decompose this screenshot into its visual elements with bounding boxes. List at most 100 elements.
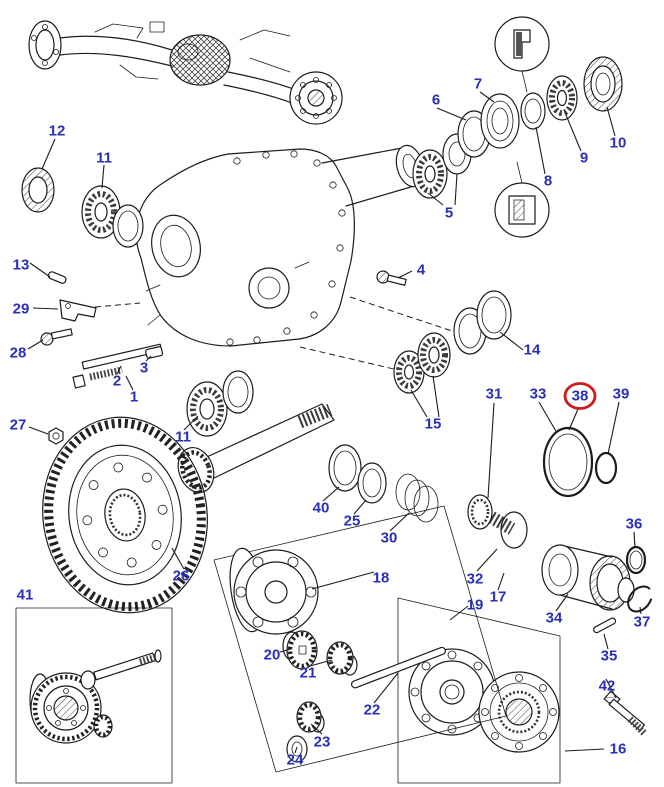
callout-16: 16 bbox=[610, 741, 627, 758]
callout-41: 41 bbox=[17, 587, 34, 604]
callout-30: 30 bbox=[381, 530, 398, 547]
callout-label-34: 34 bbox=[546, 610, 563, 627]
callout-14: 14 bbox=[524, 342, 541, 359]
front-axle-assembly-overview bbox=[28, 20, 343, 125]
leader-lines bbox=[27, 91, 642, 754]
ring-36 bbox=[625, 545, 647, 575]
callout-label-17: 17 bbox=[490, 589, 507, 606]
washer-25 bbox=[357, 462, 387, 504]
callout-31: 31 bbox=[486, 386, 503, 403]
cross-shaft-22 bbox=[350, 646, 447, 689]
roll-pin-13 bbox=[47, 271, 67, 284]
spring-30 bbox=[395, 473, 421, 511]
callout-label-16: 16 bbox=[610, 741, 627, 758]
callout-40: 40 bbox=[313, 500, 330, 517]
callout-17: 17 bbox=[490, 589, 507, 606]
callout-label-32: 32 bbox=[467, 571, 484, 588]
differential-housing bbox=[135, 144, 425, 347]
callout-label-25: 25 bbox=[344, 513, 361, 530]
callout-7: 7 bbox=[474, 76, 482, 93]
callout-label-12: 12 bbox=[49, 123, 66, 140]
callout-20: 20 bbox=[264, 647, 281, 664]
callout-28: 28 bbox=[10, 345, 27, 362]
callout-label-24: 24 bbox=[287, 752, 304, 769]
callout-label-20: 20 bbox=[264, 647, 281, 664]
callout-label-15: 15 bbox=[425, 416, 442, 433]
callout-label-11: 11 bbox=[96, 150, 112, 167]
callout-5: 5 bbox=[445, 205, 453, 222]
callout-35: 35 bbox=[601, 648, 618, 665]
spacer-3 bbox=[145, 346, 164, 359]
callout-15: 15 bbox=[425, 416, 442, 433]
callout-label-18: 18 bbox=[373, 570, 390, 587]
callout-2: 2 bbox=[113, 373, 121, 390]
callout-22: 22 bbox=[364, 702, 381, 719]
detail-magnifier-key bbox=[494, 16, 550, 93]
callout-23: 23 bbox=[314, 734, 331, 751]
callout-24: 24 bbox=[287, 752, 304, 769]
callout-27: 27 bbox=[10, 417, 27, 434]
callout-29: 29 bbox=[13, 301, 30, 318]
callout-34: 34 bbox=[546, 610, 563, 627]
callout-label-6: 6 bbox=[432, 92, 440, 109]
callout-11: 11 bbox=[175, 429, 191, 446]
callout-label-33: 33 bbox=[530, 386, 547, 403]
callout-label-42: 42 bbox=[599, 678, 616, 695]
callout-label-1: 1 bbox=[130, 389, 138, 406]
callout-13: 13 bbox=[13, 257, 30, 274]
callout-12: 12 bbox=[49, 123, 66, 140]
callout-label-36: 36 bbox=[626, 516, 643, 533]
callout-33: 33 bbox=[530, 386, 547, 403]
callout-label-38: 38 bbox=[572, 388, 589, 405]
callout-label-10: 10 bbox=[610, 135, 627, 152]
callout-39: 39 bbox=[613, 386, 630, 403]
callout-label-26: 26 bbox=[173, 568, 190, 585]
callout-37: 37 bbox=[634, 614, 651, 631]
callout-label-3: 3 bbox=[140, 360, 148, 377]
bearing-retainer-housing bbox=[541, 544, 653, 634]
left-fasteners bbox=[40, 271, 97, 445]
callout-32: 32 bbox=[467, 571, 484, 588]
callout-label-19: 19 bbox=[467, 597, 484, 614]
callout-label-2: 2 bbox=[113, 373, 121, 390]
callout-label-35: 35 bbox=[601, 648, 618, 665]
differential-assembly-box bbox=[15, 607, 173, 784]
callout-label-13: 13 bbox=[13, 257, 30, 274]
callout-8: 8 bbox=[544, 173, 552, 190]
splined-coupling bbox=[467, 494, 528, 549]
detail-magnifier-block bbox=[494, 161, 550, 238]
callout-4: 4 bbox=[417, 262, 426, 279]
crown-wheel-gear bbox=[42, 416, 208, 614]
callout-label-7: 7 bbox=[474, 76, 482, 93]
callout-36: 36 bbox=[626, 516, 643, 533]
callout-label-14: 14 bbox=[524, 342, 541, 359]
snap-ring-37 bbox=[627, 585, 653, 613]
lock-plate-29 bbox=[59, 299, 97, 322]
bolt-4 bbox=[376, 270, 407, 286]
callout-3: 3 bbox=[140, 360, 148, 377]
callout-9: 9 bbox=[580, 150, 588, 167]
callout-label-27: 27 bbox=[10, 417, 27, 434]
callout-42: 42 bbox=[599, 678, 616, 695]
thrust-washer-24 bbox=[286, 735, 308, 763]
callout-18: 18 bbox=[373, 570, 390, 587]
washer-and-bearings bbox=[21, 167, 254, 437]
callout-label-8: 8 bbox=[544, 173, 552, 190]
alignment-dashed-lines bbox=[94, 296, 453, 371]
callout-label-28: 28 bbox=[10, 345, 27, 362]
hub-bolt-42 bbox=[603, 690, 648, 737]
callout-label-4: 4 bbox=[417, 262, 426, 279]
callout-label-37: 37 bbox=[634, 614, 651, 631]
callout-label-30: 30 bbox=[381, 530, 398, 547]
callout-1: 1 bbox=[130, 389, 138, 406]
callout-label-21: 21 bbox=[300, 665, 317, 682]
callout-label-22: 22 bbox=[364, 702, 381, 719]
callout-label-9: 9 bbox=[580, 150, 588, 167]
callout-label-5: 5 bbox=[445, 205, 453, 222]
pinion-bearing-and-nut-set bbox=[412, 56, 623, 199]
callout-label-41: 41 bbox=[17, 587, 34, 604]
shim-washers-and-spring bbox=[328, 444, 439, 523]
callout-label-29: 29 bbox=[13, 301, 30, 318]
